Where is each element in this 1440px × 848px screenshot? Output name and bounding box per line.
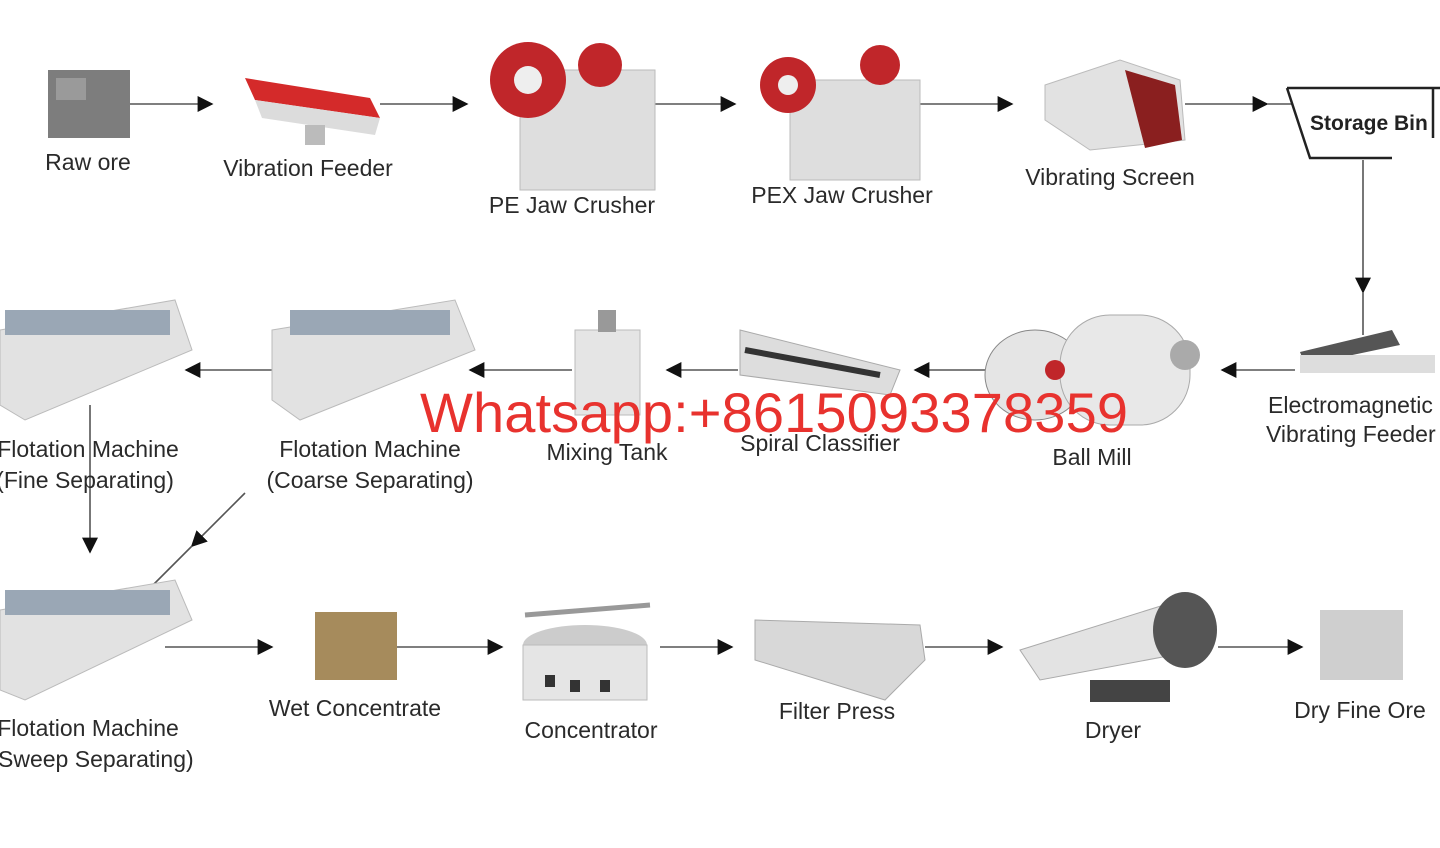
label-vibration-feeder: Vibration Feeder	[223, 155, 393, 181]
concentrator-image	[522, 602, 651, 701]
ore-texture	[56, 78, 86, 100]
label-dry-fine-ore: Dry Fine Ore	[1294, 697, 1426, 723]
label-concentrator: Concentrator	[525, 717, 658, 743]
label-filter-press: Filter Press	[779, 698, 895, 724]
filter-press-image	[754, 619, 926, 701]
label-flotation-sweep-1: Flotation Machine	[0, 715, 179, 741]
label-ball-mill: Ball Mill	[1052, 444, 1131, 470]
em-vibrating-feeder-image	[1300, 330, 1435, 373]
flotation-coarse-image	[271, 299, 476, 421]
mixing-tank-image	[574, 310, 641, 416]
label-vibrating-screen: Vibrating Screen	[1025, 164, 1195, 190]
wet-concentrate-image	[315, 612, 397, 680]
label-flotation-sweep-2: (Sweep Separating)	[0, 746, 194, 772]
connector	[149, 545, 193, 589]
storage-bin-label: Storage Bin	[1310, 112, 1428, 135]
ball-mill-image	[984, 314, 1200, 426]
flotation-fine-image	[0, 299, 193, 421]
label-dryer: Dryer	[1085, 717, 1142, 743]
label-em-feeder-1: Electromagnetic	[1268, 392, 1433, 418]
vibrating-screen-image	[1044, 59, 1186, 151]
storage-bin: Storage Bin	[1285, 86, 1440, 160]
label-mixing-tank: Mixing Tank	[546, 439, 668, 465]
label-flotation-coarse-1: Flotation Machine	[279, 436, 461, 462]
label-pe-jaw-crusher: PE Jaw Crusher	[489, 192, 656, 218]
label-pex-jaw-crusher: PEX Jaw Crusher	[751, 182, 933, 208]
label-flotation-fine-2: (Fine Separating)	[0, 467, 174, 493]
label-em-feeder-2: Vibrating Feeder	[1266, 421, 1436, 447]
arrow	[190, 492, 246, 548]
dry-fine-ore-image	[1320, 610, 1403, 680]
flotation-sweep-image	[0, 579, 193, 701]
whatsapp-watermark: Whatsapp:+8615093378359	[420, 381, 1128, 444]
label-flotation-fine-1: Flotation Machine	[0, 436, 179, 462]
vibration-feeder-image	[245, 78, 380, 145]
pe-jaw-crusher-image	[490, 42, 656, 191]
label-flotation-coarse-2: (Coarse Separating)	[266, 467, 473, 493]
label-spiral-classifier: Spiral Classifier	[740, 430, 900, 456]
row2-arrows	[82, 362, 1295, 589]
label-raw-ore: Raw ore	[45, 149, 131, 175]
pex-jaw-crusher-image	[760, 45, 921, 181]
row1-arrows	[130, 96, 1371, 335]
dryer-image	[1019, 592, 1217, 702]
spiral-classifier-image	[739, 329, 901, 396]
label-wet-concentrate: Wet Concentrate	[269, 695, 441, 721]
